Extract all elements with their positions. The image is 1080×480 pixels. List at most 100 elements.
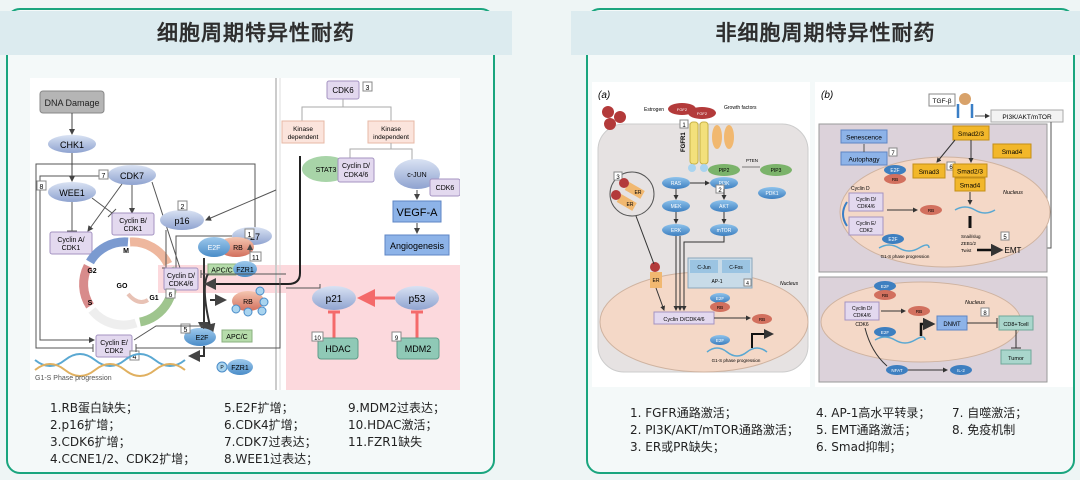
dna-damage-node: DNA Damage <box>39 90 105 114</box>
svg-text:RB: RB <box>916 309 922 314</box>
e2f-free-node: E2F <box>184 328 216 346</box>
legend-item: 1.RB蛋白缺失； <box>50 401 139 415</box>
svg-text:APC/C: APC/C <box>226 334 247 341</box>
svg-text:Snail/slug: Snail/slug <box>961 234 981 239</box>
e2f-rb-complex: E2F RB <box>198 237 254 257</box>
cdk7-node: CDK7 <box>108 165 156 185</box>
mdm2-node: MDM2 <box>396 337 440 360</box>
svg-text:CDK6: CDK6 <box>436 185 455 192</box>
svg-text:C-Fos: C-Fos <box>729 265 743 271</box>
legend-item: 7.CDK7过表达； <box>224 435 317 449</box>
svg-text:CDK2: CDK2 <box>859 228 873 234</box>
smad4-node: Smad4 <box>992 143 1032 159</box>
marker-a2: 2 <box>718 188 722 194</box>
svg-text:RB: RB <box>928 208 934 213</box>
svg-text:RB: RB <box>717 305 723 310</box>
svg-text:E2F: E2F <box>881 330 890 335</box>
dnmt-node: DNMT <box>936 315 968 331</box>
svg-text:RB: RB <box>882 293 888 298</box>
svg-text:CDK7: CDK7 <box>120 171 144 181</box>
angiogenesis-node: Angiogenesis <box>384 234 450 256</box>
marker-a1: 1 <box>682 123 686 129</box>
svg-text:Autophagy: Autophagy <box>848 157 880 164</box>
svg-text:Smad4: Smad4 <box>1002 149 1023 156</box>
tumor-node: Tumor <box>1000 349 1032 365</box>
svg-text:FGF2: FGF2 <box>677 107 688 112</box>
marker-5: 5 <box>184 327 188 334</box>
svg-text:CDK1: CDK1 <box>124 226 143 233</box>
ap1-complex: C-Jun C-Fos AP-1 <box>687 257 753 289</box>
svg-text:CDK4/6: CDK4/6 <box>853 313 871 319</box>
dna-helix: G1-S Phase progression <box>34 353 186 382</box>
svg-text:VEGF-A: VEGF-A <box>397 207 439 219</box>
svg-text:ERK: ERK <box>671 228 682 234</box>
marker-6: 6 <box>169 292 173 299</box>
label-b: (b) <box>821 90 833 101</box>
svg-text:CDK4/6: CDK4/6 <box>857 204 875 210</box>
legend-item: 8. 免疫机制 <box>952 423 1016 437</box>
svg-text:G2: G2 <box>87 268 96 275</box>
cd8-tcell-node: CD8+Tcell <box>998 315 1034 331</box>
tgf-beta-label: TGF-β <box>933 98 952 105</box>
svg-text:ZEB1/2: ZEB1/2 <box>961 241 977 246</box>
svg-text:E2F: E2F <box>716 296 725 301</box>
diagram-b: (b) TGF-β PI3K/AKT/mTOR Senescence Autop… <box>815 82 1073 387</box>
svg-text:Tumor: Tumor <box>1008 356 1024 362</box>
svg-text:GO: GO <box>117 283 128 290</box>
svg-text:FZR1: FZR1 <box>231 365 249 372</box>
marker-4: 4 <box>133 354 137 361</box>
kinase-independent-node: Kinase independent <box>367 120 415 144</box>
svg-text:CDK1: CDK1 <box>62 245 81 252</box>
svg-text:Cyclin D/: Cyclin D/ <box>342 163 370 170</box>
svg-text:PIP2: PIP2 <box>719 168 730 174</box>
svg-text:RB: RB <box>892 177 898 182</box>
cyclin-d-cdk46-right-node: Cyclin D/ CDK4/6 <box>337 157 375 183</box>
apc-fzr1-complex: APC/C FZR1 <box>207 261 257 277</box>
svg-text:E2F: E2F <box>890 168 899 174</box>
svg-text:dependent: dependent <box>288 134 319 141</box>
chk1-node: CHK1 <box>48 135 96 153</box>
legend-item: 9.MDM2过表达； <box>348 401 446 415</box>
svg-text:Nucleus: Nucleus <box>780 281 799 287</box>
left-title-bar: 细胞周期特异性耐药 <box>0 11 512 55</box>
label-a: (a) <box>598 90 610 101</box>
diagram-a: (a) Estrogen Growth factors FGF2 FGF2 FG… <box>592 82 810 387</box>
svg-text:Cyclin D/: Cyclin D/ <box>856 197 877 203</box>
cyclin-d-cdk46-node: Cyclin D/ CDK4/6 <box>163 267 199 291</box>
svg-text:G1-S phase progression: G1-S phase progression <box>712 358 761 363</box>
senescence-node: Senescence <box>840 129 888 144</box>
e2-molecules <box>602 106 626 130</box>
cell-cycle-diagram: DNA Damage CHK1 CDK7 7 WEE1 8 Cyclin B/ … <box>30 78 460 390</box>
rb-phosphorylated: RB <box>231 286 269 317</box>
svg-text:FGF2: FGF2 <box>697 111 708 116</box>
svg-text:Estrogen: Estrogen <box>644 107 664 113</box>
svg-text:CHK1: CHK1 <box>60 140 84 150</box>
svg-text:CDK4/6: CDK4/6 <box>169 281 194 288</box>
legend-item: 2.p16扩增； <box>50 418 121 432</box>
cdk6-node: CDK6 <box>326 80 360 100</box>
svg-text:M: M <box>123 248 129 255</box>
legend-item: 6.CDK4扩增； <box>224 418 305 432</box>
legend-item: 8.WEE1过表达； <box>224 452 319 466</box>
marker-a4: 4 <box>746 281 749 287</box>
marker-b8: 8 <box>983 311 987 317</box>
svg-text:E2F: E2F <box>888 237 897 243</box>
ras-pathway: RAS MEK ERK PI3K AKT mTOR PDK1 <box>662 177 786 236</box>
p16-node: p16 <box>160 210 204 230</box>
fgf2-ligands: FGF2 FGF2 <box>668 103 716 119</box>
svg-text:Cyclin E/: Cyclin E/ <box>856 221 876 227</box>
svg-text:MDM2: MDM2 <box>405 344 432 354</box>
svg-text:FGFR1: FGFR1 <box>681 132 687 152</box>
cyclin-d-cdk46-lower: Cyclin D/ CDK4/6 CDK6 <box>844 301 880 328</box>
svg-text:Cyclin A/: Cyclin A/ <box>57 237 84 244</box>
svg-text:Smad2/3: Smad2/3 <box>957 169 983 176</box>
smad3-node: Smad3 <box>912 163 946 179</box>
kinase-dependent-node: Kinase dependent <box>281 120 325 144</box>
svg-text:p53: p53 <box>409 294 426 305</box>
marker-1: 1 <box>248 232 252 239</box>
marker-8: 8 <box>40 184 44 191</box>
right-title-bar: 非细胞周期特异性耐药 <box>571 11 1080 55</box>
svg-text:Nucleus: Nucleus <box>1003 190 1023 196</box>
emt-label: EMT <box>1005 246 1022 255</box>
svg-text:FZR1: FZR1 <box>236 267 254 274</box>
